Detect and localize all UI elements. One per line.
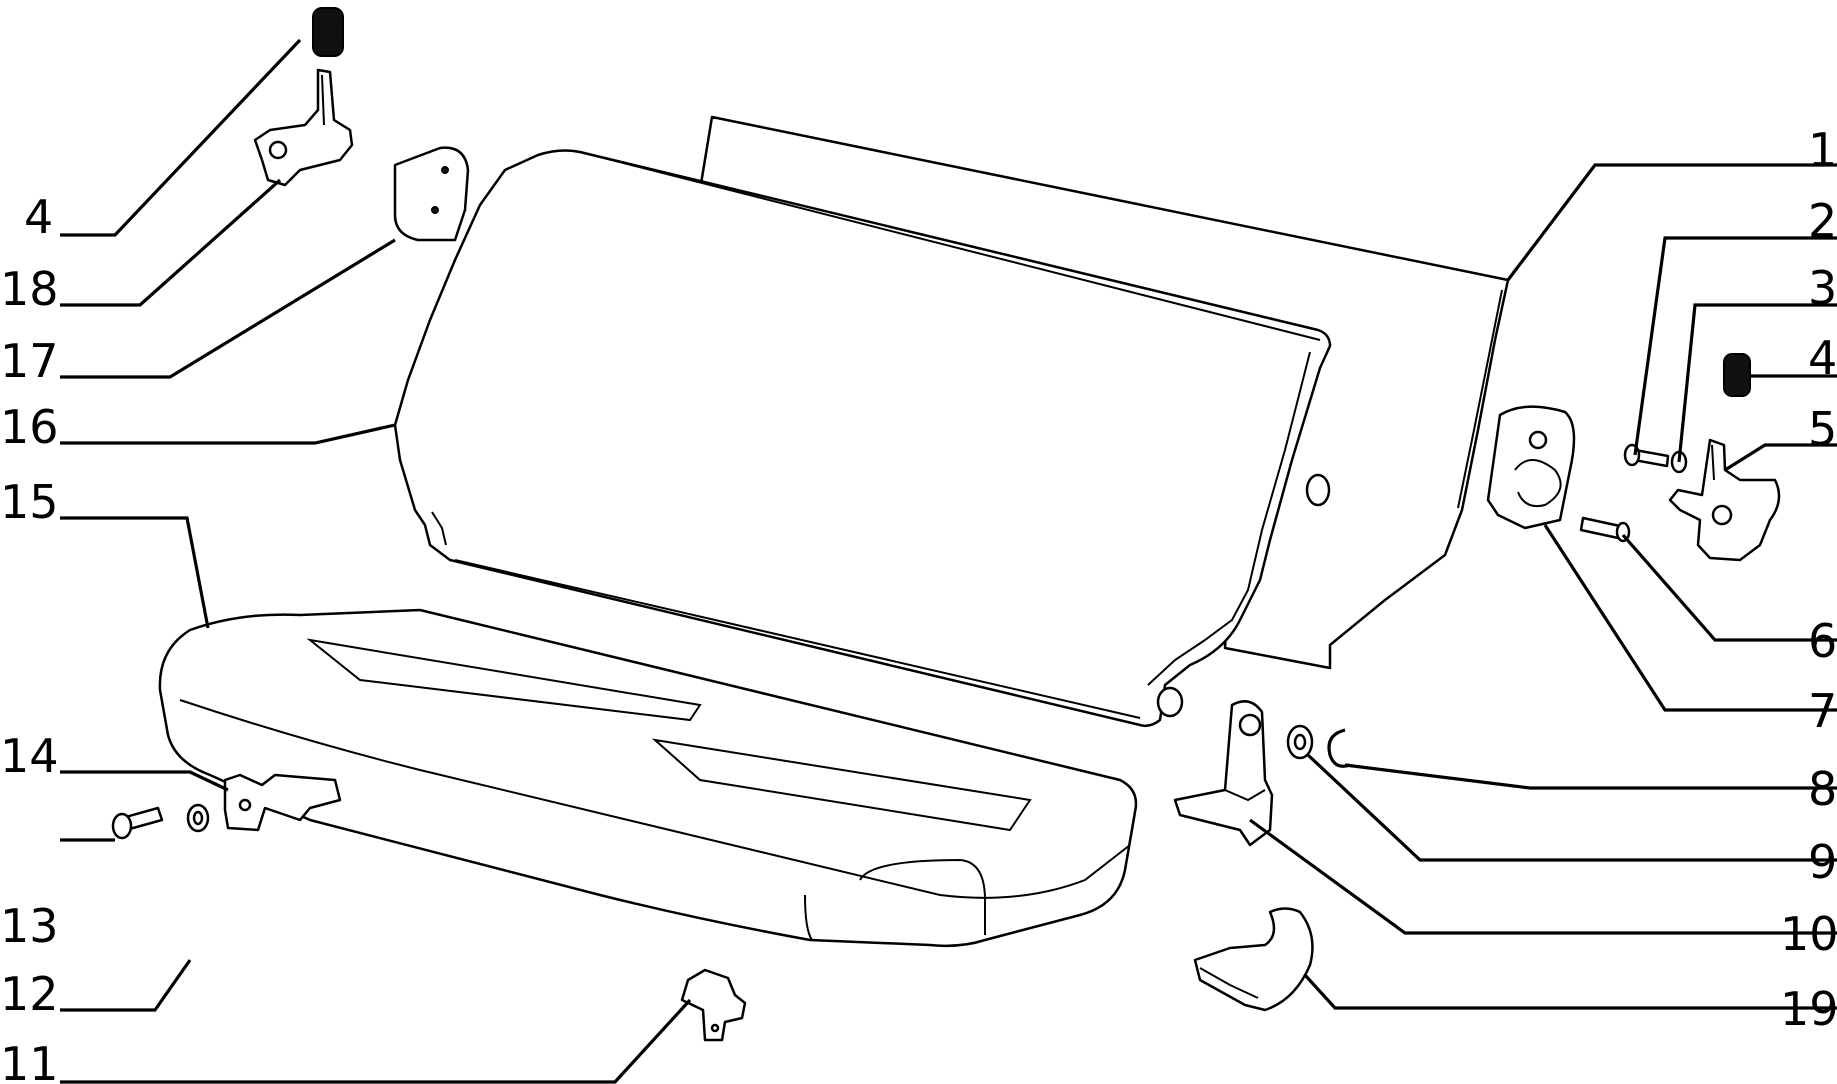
callout-13: 13	[0, 899, 59, 953]
callout-12: 12	[0, 967, 59, 1021]
backrest-pivot-pin-left	[1305, 473, 1331, 507]
callout-10: 10	[1780, 907, 1837, 961]
leader-19	[1303, 973, 1837, 1010]
seat-hinge-bracket	[1173, 700, 1274, 847]
seat-cushion	[158, 608, 1138, 948]
bolt-6	[1579, 516, 1622, 540]
callout-19: 19	[1780, 982, 1837, 1036]
leader-8	[1344, 763, 1837, 790]
left-release-knob	[312, 7, 344, 57]
callout-5: 5	[1808, 402, 1837, 456]
callout-2: 2	[1808, 194, 1837, 248]
callout-4-right: 4	[1808, 331, 1837, 385]
callout-1: 1	[1808, 123, 1837, 177]
callout-17: 17	[0, 334, 59, 388]
leader-10	[1249, 818, 1837, 935]
callout-18: 18	[0, 262, 59, 316]
right-release-knob	[1723, 353, 1751, 397]
leader-17	[60, 238, 396, 379]
callout-4-left: 4	[24, 190, 53, 244]
leader-16	[60, 423, 396, 445]
leader-11	[60, 998, 692, 1084]
right-lock-mechanism	[1668, 438, 1781, 562]
backrest-pivot-pin-right	[1156, 686, 1184, 718]
leader-5	[1724, 443, 1837, 472]
left-lock-mechanism	[253, 68, 354, 187]
leader-18	[60, 178, 282, 307]
callout-9: 9	[1808, 835, 1837, 889]
leader-12	[60, 959, 192, 1012]
leader-7	[1543, 524, 1837, 712]
leader-15	[60, 516, 210, 629]
leader-14	[60, 770, 229, 792]
corner-trim-cover	[393, 146, 470, 242]
leader-2	[1633, 236, 1837, 456]
side-latch-plate	[1486, 405, 1576, 530]
callout-14: 14	[0, 729, 59, 783]
circlip-8	[1327, 728, 1351, 768]
left-seat-hinge	[223, 773, 342, 832]
leader-4l	[60, 38, 302, 237]
leader-1	[1506, 163, 1837, 281]
lower-seat-hinge	[680, 968, 747, 1042]
callout-7: 7	[1808, 684, 1837, 738]
callout-11: 11	[0, 1037, 59, 1084]
leader-6	[1621, 533, 1837, 642]
leader-9	[1306, 753, 1837, 862]
leader-3	[1677, 303, 1837, 463]
callout-3: 3	[1808, 261, 1837, 315]
hinge-trim-cover	[1193, 907, 1314, 1012]
callout-8: 8	[1808, 762, 1837, 816]
callout-6: 6	[1808, 614, 1837, 668]
callout-15: 15	[0, 475, 59, 529]
callout-16: 16	[0, 400, 59, 454]
backrest-cushion	[393, 149, 1332, 728]
